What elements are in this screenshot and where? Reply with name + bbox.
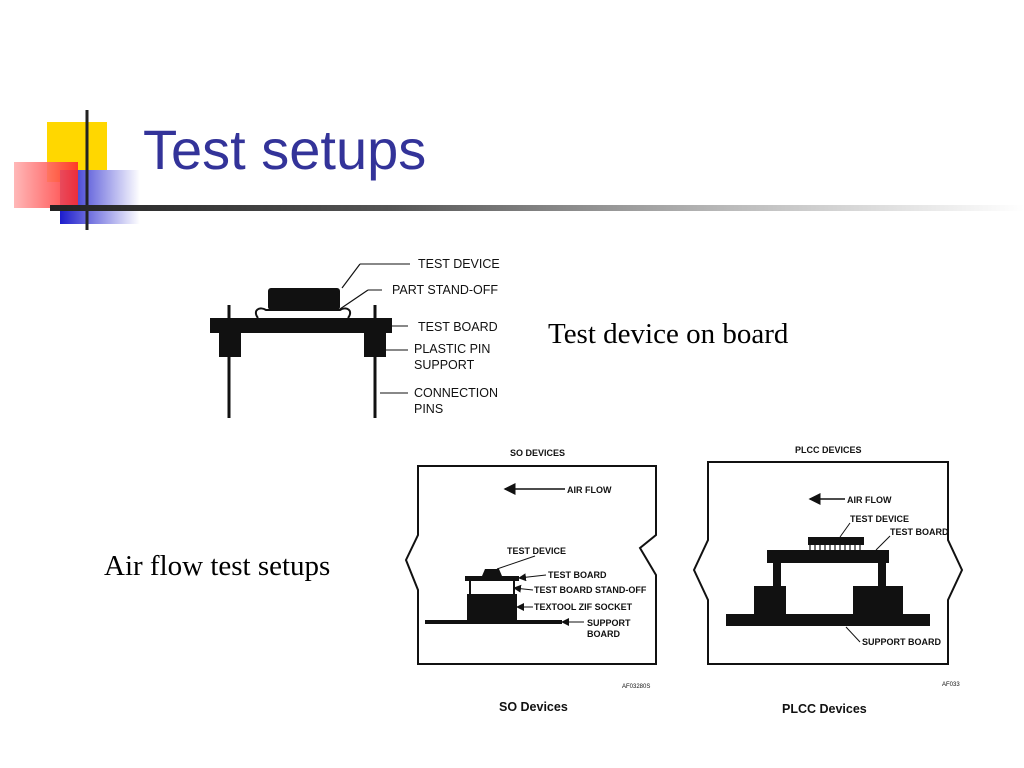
caption-air-flow-test-setups: Air flow test setups bbox=[104, 550, 331, 582]
so-air-flow: AIR FLOW bbox=[567, 485, 612, 495]
so-test-board: TEST BOARD bbox=[548, 570, 607, 580]
label-test-device: TEST DEVICE bbox=[418, 257, 500, 271]
logo-squares bbox=[14, 110, 140, 230]
label-plastic-pin: PLASTIC PIN bbox=[414, 342, 490, 356]
label-part-standoff: PART STAND-OFF bbox=[392, 283, 498, 297]
plcc-caption: PLCC Devices bbox=[782, 702, 867, 716]
label-test-board: TEST BOARD bbox=[418, 320, 498, 334]
caption-test-device-on-board: Test device on board bbox=[548, 318, 789, 350]
plcc-test-board: TEST BOARD bbox=[890, 527, 949, 537]
plcc-support-board: SUPPORT BOARD bbox=[862, 637, 942, 647]
label-connection: CONNECTION bbox=[414, 386, 498, 400]
test-device-on-board-diagram: TEST DEVICE PART STAND-OFF TEST BOARD PL… bbox=[210, 257, 500, 418]
plcc-test-device: TEST DEVICE bbox=[850, 514, 909, 524]
slide-title: Test setups bbox=[143, 118, 427, 181]
plcc-devices-diagram: PLCC DEVICES AIR FLOW TEST DEVICE TEST B… bbox=[692, 445, 964, 716]
so-standoff: TEST BOARD STAND-OFF bbox=[534, 585, 647, 595]
title-underline bbox=[50, 205, 1024, 211]
so-header: SO DEVICES bbox=[510, 448, 565, 458]
so-board: BOARD bbox=[587, 629, 620, 639]
label-support: SUPPORT bbox=[414, 358, 475, 372]
so-support: SUPPORT bbox=[587, 618, 631, 628]
so-caption: SO Devices bbox=[499, 700, 568, 714]
so-test-device: TEST DEVICE bbox=[507, 546, 566, 556]
plcc-air-flow: AIR FLOW bbox=[847, 495, 892, 505]
so-figure-code: AF03280S bbox=[622, 684, 650, 690]
so-zif-socket: TEXTOOL ZIF SOCKET bbox=[534, 602, 633, 612]
plcc-header: PLCC DEVICES bbox=[795, 445, 862, 455]
so-devices-diagram: SO DEVICES AIR FLOW TEST DEVICE TEST BOA… bbox=[404, 448, 657, 714]
plcc-figure-code: AF033 bbox=[942, 682, 960, 688]
logo-red-square bbox=[14, 162, 78, 208]
label-pins: PINS bbox=[414, 402, 443, 416]
